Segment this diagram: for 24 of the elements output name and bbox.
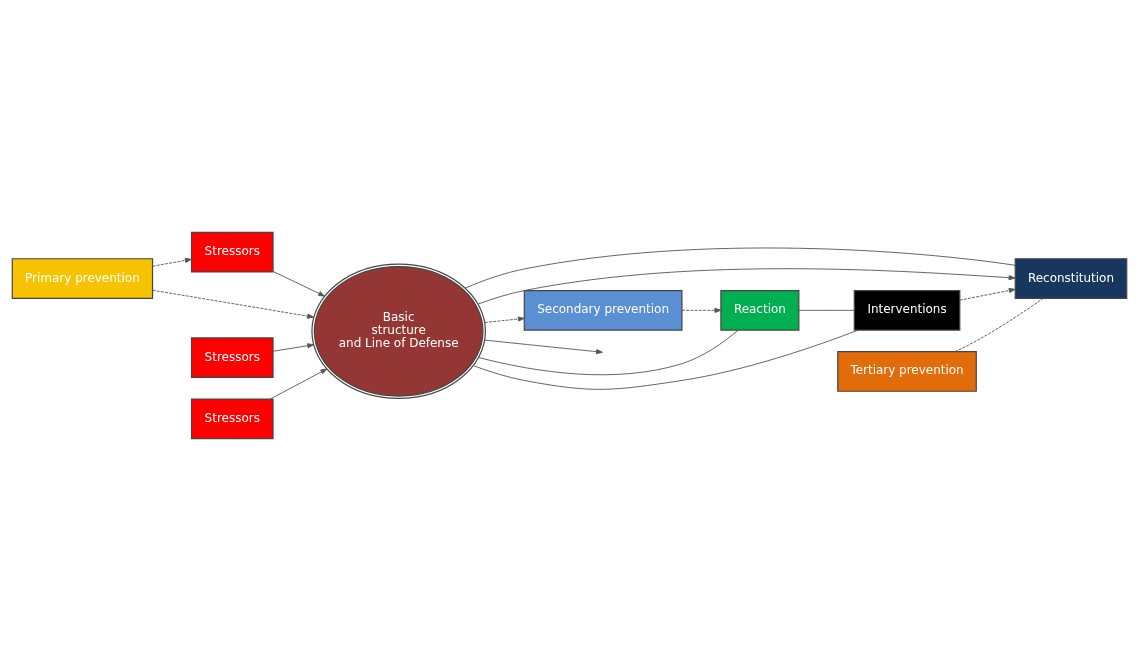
arrow	[272, 342, 315, 352]
node-box: Stressors	[190, 397, 274, 439]
connector	[798, 309, 855, 311]
connector	[954, 297, 1044, 352]
connector	[472, 329, 859, 390]
arrow	[484, 316, 525, 323]
arrow	[484, 339, 603, 354]
node-box: Tertiary prevention	[837, 350, 977, 392]
connector	[478, 329, 739, 375]
node-box: Stressors	[190, 231, 274, 273]
arrow	[272, 270, 326, 297]
node-box: Primary prevention	[11, 257, 154, 299]
arrow	[477, 267, 1016, 304]
node-box: Stressors	[190, 336, 274, 378]
connector	[464, 247, 1016, 289]
arrow	[152, 257, 192, 267]
node-box: Reaction	[720, 289, 800, 331]
arrow	[681, 307, 722, 313]
arrow	[959, 287, 1016, 301]
node-box: Interventions	[853, 289, 961, 331]
node-box: Secondary prevention	[523, 289, 683, 331]
arrow	[152, 289, 315, 319]
node-box: Reconstitution	[1014, 257, 1128, 299]
arrow	[269, 368, 328, 399]
